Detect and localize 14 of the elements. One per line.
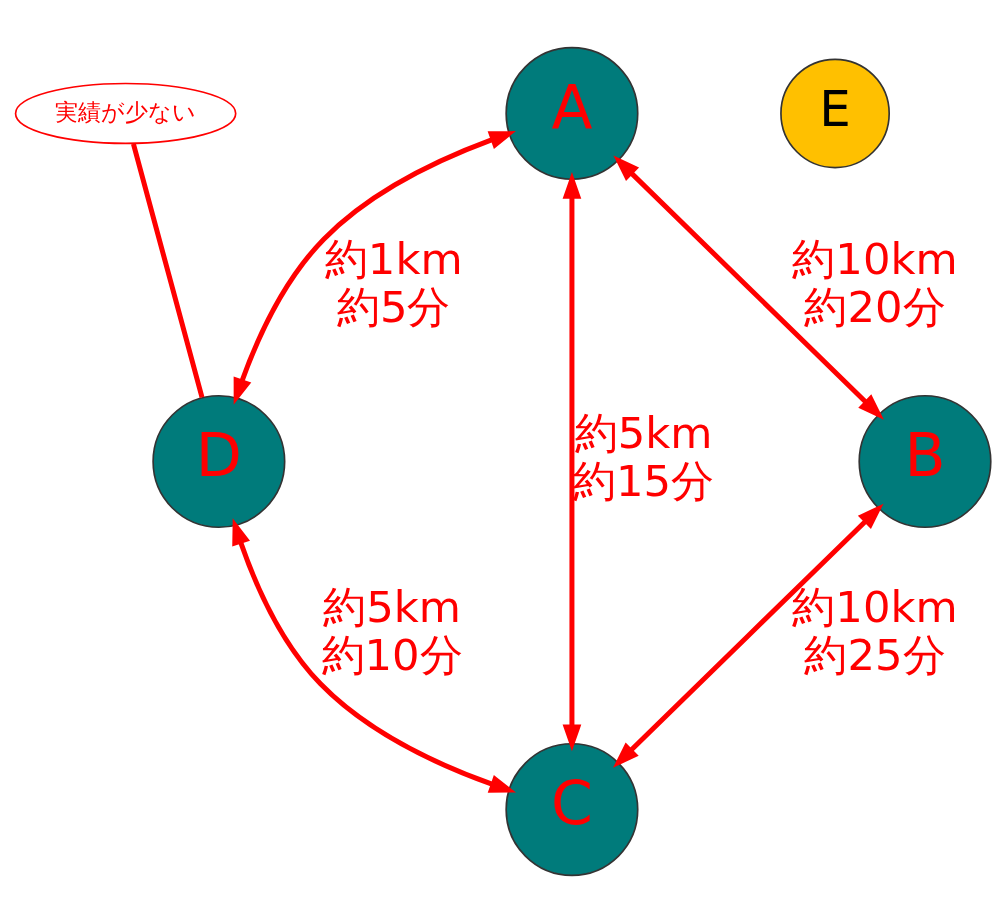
edge-label: 約5km 約10分: [321, 581, 463, 681]
arrow: [232, 518, 517, 793]
node-circle: E: [780, 58, 891, 169]
arrow: [233, 131, 516, 405]
arrow: [613, 503, 884, 768]
arrow: [613, 155, 884, 420]
edge-label: 約5km 約15分: [573, 407, 715, 507]
node-ellipse: 実績が少ない: [14, 82, 237, 145]
edge-label: 約10km 約20分: [792, 233, 958, 333]
edge-label: 約10km 約25分: [792, 581, 958, 681]
connector: [131, 143, 205, 399]
arrow: [562, 172, 582, 752]
edge-label: 約1km 約5分: [324, 233, 463, 333]
node-circle: D: [152, 394, 286, 529]
